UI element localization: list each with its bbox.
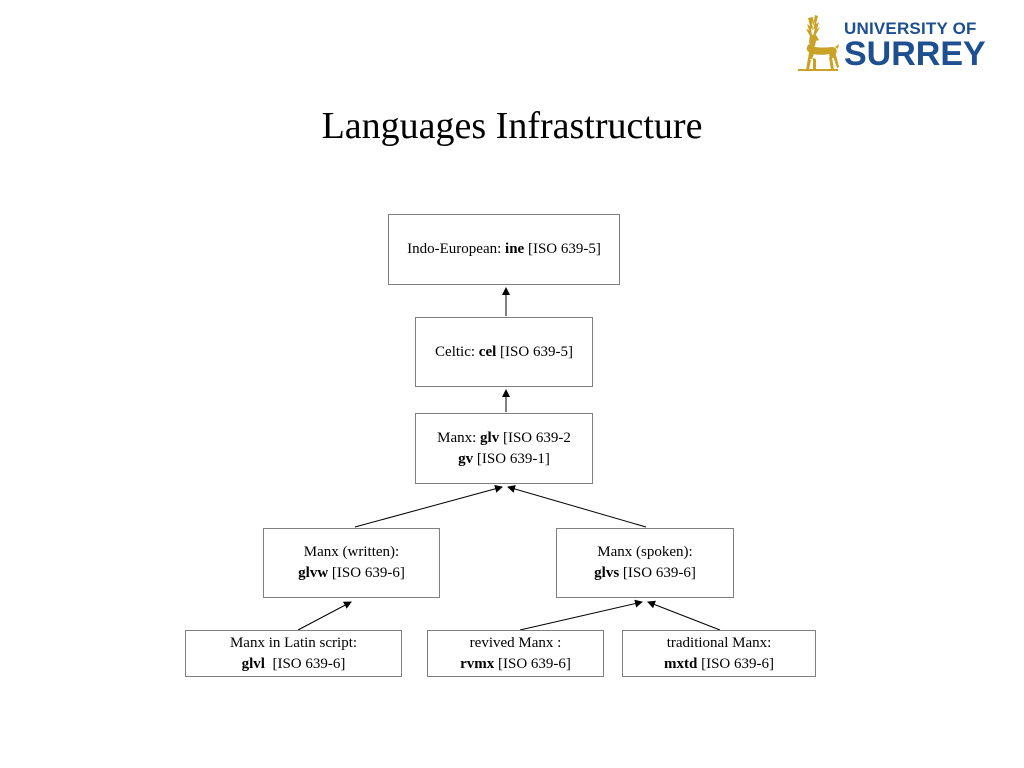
iso-standard: [ISO 639-5] (527, 241, 601, 257)
node-label: traditional Manx: (666, 634, 772, 651)
edge-traditional-manx-to-manx-spoken (647, 600, 721, 631)
language-code: cel (478, 343, 497, 360)
stag-icon (798, 15, 839, 71)
node-celtic: Celtic: cel [ISO 639-5] (415, 317, 593, 387)
iso-standard: [ISO 639-6] (701, 655, 774, 672)
iso-standard: [ISO 639-5] (500, 343, 573, 360)
language-code: glv (480, 429, 500, 446)
edge-manx-written-to-manx (354, 484, 503, 528)
edge-manx-latin-to-manx-written (297, 601, 352, 631)
node-manx: Manx: glv [ISO 639-2 gv [ISO 639-1] (415, 413, 593, 484)
iso-standard: [ISO 639-6] (498, 655, 571, 672)
language-code: mxtd (664, 655, 698, 672)
node-label: Celtic: (435, 343, 476, 360)
iso-standard: [ISO 639-6] (331, 565, 405, 581)
node-manx-spoken: Manx (spoken): glvs [ISO 639-6] (556, 528, 734, 598)
language-code: rvmx (460, 655, 495, 672)
node-label: Manx: (437, 429, 477, 446)
node-manx-latin-script: Manx in Latin script: glvl [ISO 639-6] (185, 630, 402, 677)
node-label: revived Manx : (469, 634, 562, 651)
edge-revived-manx-to-manx-spoken (519, 599, 643, 631)
logo-text-line2: SURREY (844, 35, 986, 73)
language-code: glvs (594, 565, 620, 581)
iso-standard: [ISO 639-6] (272, 655, 346, 672)
node-label: Indo-European: (407, 241, 502, 257)
iso-standard: [ISO 639-6] (622, 565, 696, 581)
node-revived-manx: revived Manx : rvmx [ISO 639-6] (427, 630, 604, 677)
language-code: ine (505, 241, 525, 257)
node-indo-european: Indo-European: ine [ISO 639-5] (388, 214, 620, 285)
language-code-2: gv (458, 450, 474, 467)
language-code: glvl (241, 655, 265, 672)
node-manx-written: Manx (written): glvw [ISO 639-6] (263, 528, 440, 598)
university-logo: UNIVERSITY OF SURREY (794, 14, 994, 74)
node-label: Manx (written): (303, 544, 400, 560)
slide-title: Languages Infrastructure (321, 105, 703, 147)
node-label: Manx (spoken): (597, 544, 693, 560)
iso-standard-2: [ISO 639-1] (476, 450, 550, 467)
edge-manx-spoken-to-manx (507, 485, 647, 528)
node-traditional-manx: traditional Manx: mxtd [ISO 639-6] (622, 630, 816, 677)
iso-standard: [ISO 639-2 (502, 429, 571, 446)
logo-text-line1: UNIVERSITY OF (844, 19, 977, 38)
language-code: glvw (298, 565, 329, 581)
node-label: Manx in Latin script: (229, 634, 358, 651)
